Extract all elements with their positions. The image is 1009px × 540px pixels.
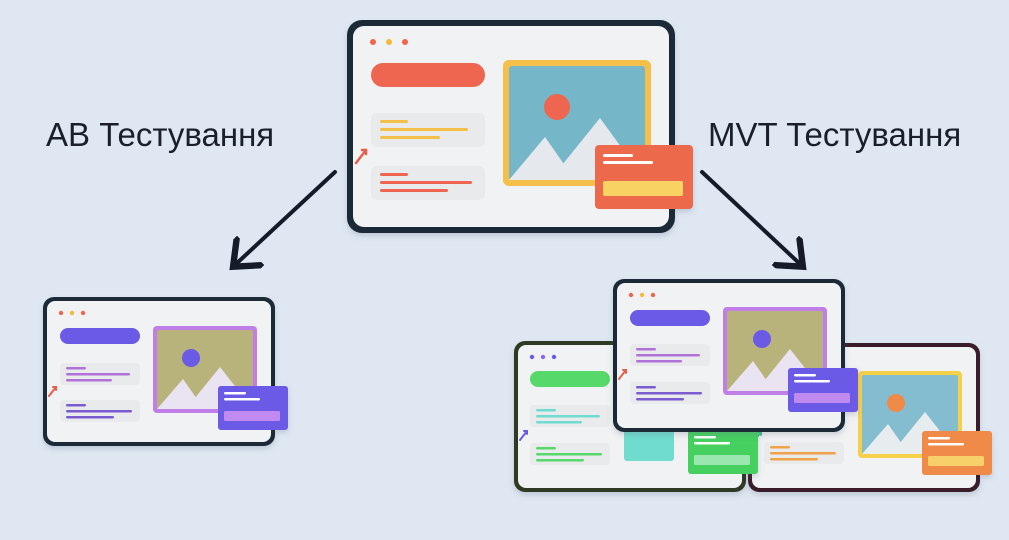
header-bar	[530, 371, 610, 387]
popup-card-icon	[595, 145, 693, 209]
text-line	[536, 453, 602, 456]
image-placeholder-icon	[503, 60, 651, 186]
text-line	[380, 181, 472, 184]
text-line	[770, 452, 836, 455]
text-line	[536, 415, 600, 418]
header-bar	[371, 63, 485, 87]
cursor-arrow-icon	[354, 148, 368, 165]
text-line	[380, 136, 440, 139]
window-dot	[80, 310, 86, 316]
image-placeholder-icon	[624, 425, 674, 461]
header-bar	[630, 310, 710, 326]
popup-card-icon	[922, 431, 992, 475]
header-bar	[60, 328, 140, 344]
window-dot	[58, 310, 64, 316]
window-dot	[639, 292, 645, 298]
mvt-variant-purple-window	[613, 279, 858, 432]
arrow-to-ab	[236, 170, 337, 264]
text-line	[770, 458, 818, 461]
text-line	[380, 189, 448, 192]
text-line	[66, 416, 114, 419]
window-dot	[529, 354, 535, 360]
popup-card-icon	[218, 386, 288, 430]
window-dot	[540, 354, 546, 360]
text-line	[536, 409, 556, 412]
text-line	[536, 421, 582, 424]
window-dot	[69, 310, 75, 316]
text-line	[66, 404, 86, 407]
ab-testing-label: AB Тестування	[46, 116, 275, 153]
text-line	[380, 128, 468, 131]
text-line	[66, 410, 132, 413]
popup-card-icon	[788, 368, 858, 412]
arrow-to-mvt	[700, 170, 800, 264]
ab-variant-window	[43, 297, 288, 446]
window-dot	[402, 39, 408, 45]
text-line	[380, 120, 408, 123]
cursor-arrow-icon	[48, 386, 57, 397]
cursor-arrow-icon	[618, 369, 627, 380]
text-line	[636, 348, 656, 351]
original-page-window	[347, 20, 693, 233]
text-line	[636, 392, 702, 395]
text-line	[636, 360, 682, 363]
window-dot	[628, 292, 634, 298]
window-dot	[551, 354, 557, 360]
text-line	[536, 459, 584, 462]
window-dot	[370, 39, 376, 45]
text-line	[770, 446, 790, 449]
text-line	[66, 379, 112, 382]
text-line	[636, 354, 700, 357]
text-line	[636, 386, 656, 389]
text-line	[66, 373, 130, 376]
cursor-arrow-icon	[519, 430, 528, 441]
text-line	[66, 367, 86, 370]
popup-card-icon	[688, 430, 758, 474]
window-dot	[650, 292, 656, 298]
mvt-testing-label: MVT Тестування	[708, 116, 962, 153]
text-line	[380, 173, 408, 176]
text-line	[636, 398, 684, 401]
text-line	[536, 447, 556, 450]
window-dot	[386, 39, 392, 45]
